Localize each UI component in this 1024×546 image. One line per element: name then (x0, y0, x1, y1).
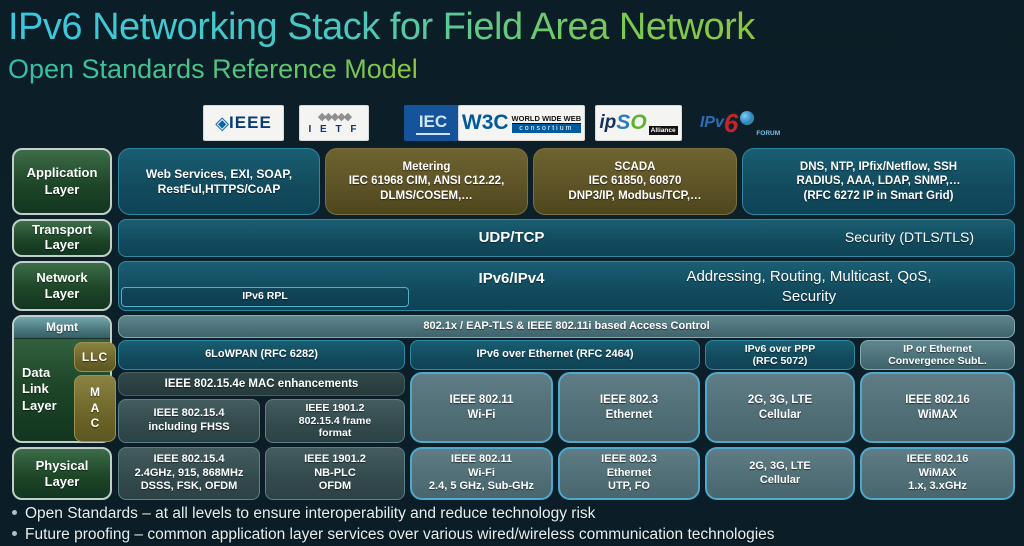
mac-box-19012-frame: IEEE 1901.2 802.15.4 frame format (265, 399, 405, 443)
phy-box-cellular: 2G, 3G, LTE Cellular (705, 447, 855, 500)
iec-logo: IEC (404, 105, 462, 141)
mac-enhancements-bar: IEEE 802.15.4e MAC enhancements (118, 372, 405, 396)
llc-box-6lowpan: 6LoWPAN (RFC 6282) (118, 340, 405, 370)
page-title: IPv6 Networking Stack for Field Area Net… (8, 6, 755, 48)
ipso-ip-text: ip (599, 112, 617, 133)
bullet-dot-icon (12, 510, 17, 516)
app-box-web-services: Web Services, EXI, SOAP, RestFul,HTTPS/C… (118, 148, 320, 215)
phy-box-ethernet: IEEE 802.3 Ethernet UTP, FO (558, 447, 700, 500)
w3c-www-text: WORLD WIDE WEB (511, 113, 582, 124)
mac-box-cellular: 2G, 3G, LTE Cellular (705, 372, 855, 443)
mac-box-ethernet: IEEE 802.3 Ethernet (558, 372, 700, 443)
mgmt-band-access-control: 802.1x / EAP-TLS & IEEE 802.11i based Ac… (118, 315, 1015, 338)
app-box-dns-ntp: DNS, NTP, IPfix/Netflow, SSH RADIUS, AAA… (742, 148, 1015, 215)
phy-box-wimax: IEEE 802.16 WiMAX 1.x, 3.xGHz (860, 447, 1015, 500)
globe-icon (740, 111, 755, 125)
ieee-diamond-icon: ◈ (215, 112, 230, 133)
layer-label-datalink-group: Mgmt Data Link Layer LLC MAC (12, 315, 116, 443)
bullet-open-standards: Open Standards – at all levels to ensure… (8, 505, 775, 523)
layer-label-mac-text: MAC (90, 385, 100, 431)
ipv6forum-logo: IPv 6 FORUM (695, 105, 785, 141)
mac-box-802154-fhss: IEEE 802.15.4 including FHSS (118, 399, 260, 443)
network-box: IPv6/IPv4 Addressing, Routing, Multicast… (118, 261, 1015, 311)
bullet-open-standards-text: Open Standards – at all levels to ensure… (25, 505, 596, 522)
layer-label-application: Application Layer (12, 148, 112, 215)
ieee-logo: ◈ IEEE (203, 105, 284, 141)
ipso-logo: ip S O Alliance (595, 105, 682, 141)
bullet-future-proofing-text: Future proofing – common application lay… (25, 526, 775, 543)
ipv6forum-6-text: 6 (723, 108, 739, 138)
network-ipv6-rpl: IPv6 RPL (121, 287, 409, 307)
layer-label-llc: LLC (74, 342, 116, 372)
transport-udp-tcp: UDP/TCP (478, 228, 545, 246)
ipso-o-text: O (630, 111, 647, 134)
layer-label-datalink: Data Link Layer (22, 365, 57, 413)
iec-logo-text: IEC (415, 112, 451, 135)
phy-box-802154: IEEE 802.15.4 2.4GHz, 915, 868MHz DSSS, … (118, 447, 260, 500)
layer-label-transport: Transport Layer (12, 219, 112, 257)
layer-label-mac: MAC (74, 375, 116, 442)
mac-box-wimax: IEEE 802.16 WiMAX (860, 372, 1015, 443)
transport-box: UDP/TCP Security (DTLS/TLS) (118, 219, 1015, 257)
ietf-diamonds-icon: ◆◆◆◆◆ (317, 110, 352, 123)
w3c-logo-text: W3C (461, 111, 509, 134)
ipso-alliance-badge: Alliance (648, 126, 678, 135)
page-subtitle: Open Standards Reference Model (8, 54, 418, 84)
phy-box-wifi: IEEE 802.11 Wi-Fi 2.4, 5 GHz, Sub-GHz (410, 447, 553, 500)
layer-label-physical: Physical Layer (12, 447, 112, 500)
layer-label-mgmt: Mgmt (14, 317, 110, 339)
llc-box-ipv6-ppp: IPv6 over PPP (RFC 5072) (705, 340, 855, 370)
llc-box-ip-ethernet-conv: IP or Ethernet Convergence SubL. (860, 340, 1015, 370)
ipv6forum-ipv-text: IPv (699, 114, 724, 131)
transport-security: Security (DTLS/TLS) (844, 229, 974, 246)
network-addressing: Addressing, Routing, Multicast, QoS, Sec… (686, 267, 932, 305)
ietf-logo: ◆◆◆◆◆ I E T F (299, 105, 369, 141)
llc-box-ipv6-ethernet: IPv6 over Ethernet (RFC 2464) (410, 340, 700, 370)
w3c-consortium-text: consortium (511, 123, 582, 133)
bullet-future-proofing: Future proofing – common application lay… (8, 526, 775, 544)
app-box-metering: Metering IEC 61968 CIM, ANSI C12.22, DLM… (325, 148, 528, 215)
bullet-list: Open Standards – at all levels to ensure… (8, 505, 775, 544)
bullet-dot-icon (12, 531, 17, 537)
ietf-logo-text: I E T F (308, 123, 360, 135)
layer-label-network: Network Layer (12, 261, 112, 311)
network-ipv6-ipv4: IPv6/IPv4 (478, 269, 545, 287)
w3c-logo: W3C WORLD WIDE WEB consortium (458, 105, 585, 141)
mac-box-wifi: IEEE 802.11 Wi-Fi (410, 372, 553, 443)
ipv6forum-forum-text: FORUM (756, 130, 781, 137)
ieee-logo-text: IEEE (229, 113, 272, 132)
app-box-scada: SCADA IEC 61850, 60870 DNP3/IP, Modbus/T… (533, 148, 737, 215)
ipso-s-text: S (616, 111, 631, 134)
phy-box-19012: IEEE 1901.2 NB-PLC OFDM (265, 447, 405, 500)
